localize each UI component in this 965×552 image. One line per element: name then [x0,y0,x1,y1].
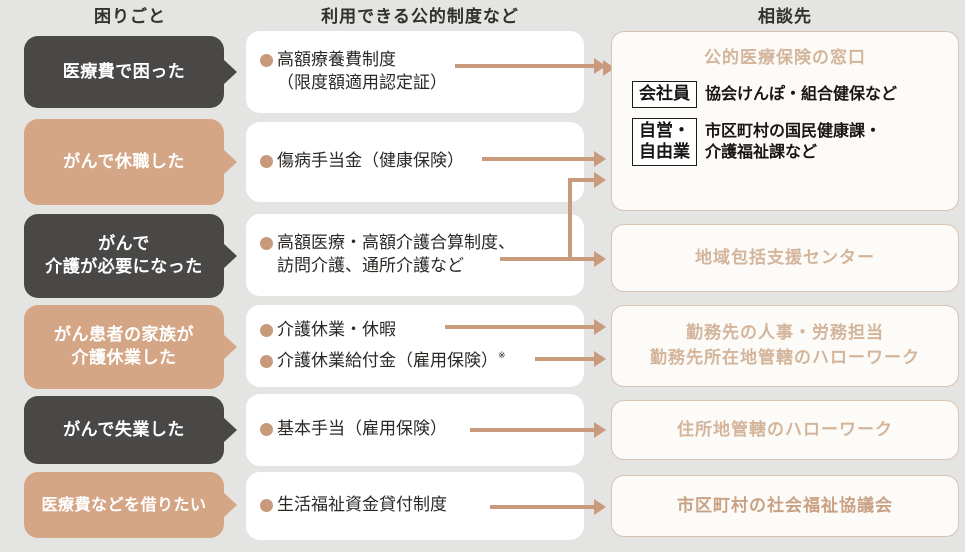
system-item-label: 高額医療・高額介護合算制度、 訪問介護、通所介護など [277,232,515,276]
destination-title-3: 地域包括支援センター [695,247,875,268]
system-item: 基本手当（雇用保険） [246,418,584,441]
destination-title-5: 住所地管轄のハローワーク [677,419,893,440]
system-card-1: 高額療養費制度 （限度額適用認定証） [246,31,584,113]
destination-card-4[interactable]: 勤務先の人事・労務担当 勤務先所在地管轄のハローワーク [611,305,959,387]
trouble-pill-4[interactable]: がん患者の家族が 介護休業した [24,305,237,389]
destination-card-6[interactable]: 市区町村の社会福祉協議会 [611,475,959,537]
destination-title-4: 勤務先の人事・労務担当 勤務先所在地管轄のハローワーク [650,323,920,368]
column-header-trouble: 困りごと [94,7,166,27]
bullet-dot-icon [260,423,273,437]
trouble-pill-1[interactable]: 医療費で困った [24,36,237,108]
arrow-row2-to-dest1 [482,157,595,161]
arrow-row1-to-dest1 [455,64,595,68]
trouble-pill-5[interactable]: がんで失業した [24,396,237,464]
trouble-pill-label-6: 医療費などを借りたい [41,495,207,515]
selfemployed-description: 市区町村の国民健康課・ 介護福祉課など [705,121,882,162]
pill-tail-icon [223,492,237,518]
arrow-row4a-to-dest4 [445,325,595,329]
bullet-dot-icon [260,53,273,67]
system-card-4: 介護休業・休暇 介護休業給付金（雇用保険） ※ [246,305,584,387]
bullet-dot-icon [260,324,273,338]
system-item-label: 傷病手当金（健康保険） [277,151,464,172]
trouble-pill-label-1: 医療費で困った [62,61,186,82]
arrow-row5-to-dest5 [470,428,595,432]
pill-tail-icon [223,149,237,175]
selfemployed-tag: 自営・ 自由業 [632,117,697,167]
pill-tail-icon [223,243,237,269]
bullet-dot-icon [260,155,273,169]
system-item-label: 基本手当（雇用保険） [277,419,447,440]
system-item: 傷病手当金（健康保険） [246,150,584,173]
trouble-pill-label-5: がんで失業した [63,419,185,440]
system-item: 生活福祉資金貸付制度 [246,494,584,517]
trouble-pill-label-3: がんで 介護が必要になった [45,234,203,277]
trouble-pill-3[interactable]: がんで 介護が必要になった [24,214,237,298]
system-item-label: 介護休業・休暇 [277,320,396,341]
column-header-contact: 相談先 [758,7,812,27]
destination-card-1[interactable]: 公的医療保険の窓口 会社員 協会けんぽ・組合健保など 自営・ 自由業 市区町村の… [611,31,959,211]
column-header-system: 利用できる公的制度など [321,7,519,27]
trouble-pill-label-2: がんで休職した [63,151,185,172]
footnote-mark: ※ [498,350,506,361]
arrow-row6-to-dest6 [490,505,595,509]
bullet-dot-icon [260,236,273,250]
employee-description: 協会けんぽ・組合健保など [705,83,898,103]
system-item: 高額療養費制度 （限度額適用認定証） [246,49,584,96]
arrow-row4b-to-dest4 [535,357,595,361]
bullet-dot-icon [260,354,273,368]
system-item: 介護休業・休暇 [246,319,584,342]
system-card-2: 傷病手当金（健康保険） [246,122,584,202]
arrow-branch-to-dest1 [568,178,595,182]
destination-title-6: 市区町村の社会福祉協議会 [677,495,893,516]
pill-tail-icon [223,417,237,443]
destination-subrow-employee: 会社員 協会けんぽ・組合健保など [612,80,958,108]
trouble-pill-6[interactable]: 医療費などを借りたい [24,472,237,538]
system-item: 高額医療・高額介護合算制度、 訪問介護、通所介護など [246,232,584,279]
branch-row3-horizontal-stub [500,257,570,261]
trouble-pill-label-4: がん患者の家族が 介護休業した [54,325,194,368]
destination-card-5[interactable]: 住所地管轄のハローワーク [611,400,959,460]
system-item-label: 高額療養費制度 （限度額適用認定証） [277,49,447,93]
pill-tail-icon [223,334,237,360]
system-item-label: 介護休業給付金（雇用保険） [277,350,498,371]
bullet-dot-icon [260,499,273,513]
system-card-3: 高額医療・高額介護合算制度、 訪問介護、通所介護など [246,214,584,296]
branch-vertical-connector [568,178,572,261]
system-item-label: 生活福祉資金貸付制度 [277,495,447,516]
trouble-pill-2[interactable]: がんで休職した [24,119,237,205]
destination-title-1: 公的医療保険の窓口 [704,48,866,68]
system-item: 介護休業給付金（雇用保険） ※ [246,350,584,373]
arrow-row3-to-dest3 [540,257,595,261]
destination-card-3[interactable]: 地域包括支援センター [611,224,959,292]
employee-tag: 会社員 [632,80,697,108]
destination-subrow-selfemployed: 自営・ 自由業 市区町村の国民健康課・ 介護福祉課など [612,117,958,167]
pill-tail-icon [223,59,237,85]
